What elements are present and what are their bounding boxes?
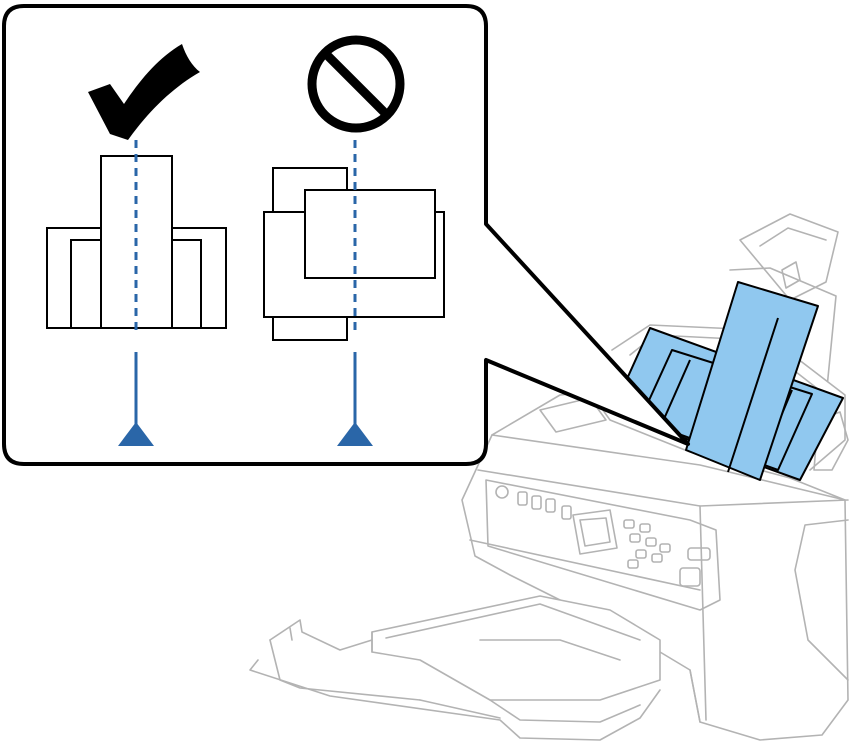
incorrect-example — [263, 35, 445, 446]
control-panel — [485, 479, 721, 611]
checkmark-icon — [88, 44, 200, 140]
center-marker-triangle — [118, 422, 154, 446]
scanner-body — [461, 391, 849, 741]
output-tray — [249, 595, 661, 741]
document-sheet-front — [685, 281, 819, 481]
loaded-documents — [611, 281, 844, 481]
prohibited-icon — [307, 35, 405, 133]
correct-example — [46, 44, 227, 446]
center-marker-triangle-right — [337, 422, 373, 446]
sheet-offset-front — [304, 189, 436, 279]
